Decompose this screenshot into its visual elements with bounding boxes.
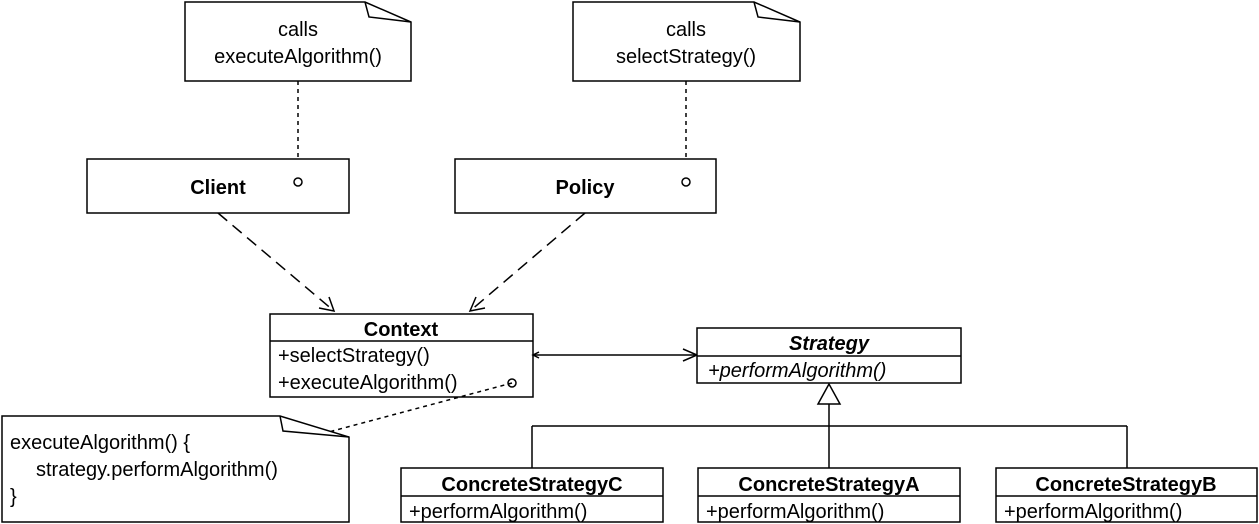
concrete-strategy-b-name: ConcreteStrategyB <box>1035 474 1216 496</box>
strategy-class: Strategy +performAlgorithm() <box>696 327 962 384</box>
context-op-select-strategy: +selectStrategy() <box>278 345 430 367</box>
concrete-strategy-c-op: +performAlgorithm() <box>409 501 587 523</box>
concrete-strategy-a-op: +performAlgorithm() <box>706 501 884 523</box>
generalization-triangle <box>816 382 842 405</box>
concrete-strategy-b-op: +performAlgorithm() <box>1004 501 1182 523</box>
policy-note: calls selectStrategy() <box>572 1 801 82</box>
client-class-name: Client <box>190 177 246 199</box>
policy-note-line2: selectStrategy() <box>616 46 756 68</box>
generalization-hierarchy <box>531 382 1128 468</box>
policy-class: Policy <box>454 158 717 214</box>
code-note-anchor-line <box>324 382 513 434</box>
concrete-strategy-c-name: ConcreteStrategyC <box>441 474 622 496</box>
code-note: executeAlgorithm() { strategy.performAlg… <box>1 415 350 523</box>
code-note-line3: } <box>10 486 17 508</box>
client-note: calls executeAlgorithm() <box>184 1 412 82</box>
client-note-line1: calls <box>278 19 318 41</box>
context-class: Context +selectStrategy() +executeAlgori… <box>269 313 534 398</box>
client-note-anchor-circle <box>293 177 303 187</box>
concrete-strategy-a-class: ConcreteStrategyA +performAlgorithm() <box>697 467 961 523</box>
policy-to-context-dependency <box>468 212 586 313</box>
concrete-strategy-c-class: ConcreteStrategyC +performAlgorithm() <box>400 467 664 523</box>
policy-class-name: Policy <box>556 177 616 199</box>
context-strategy-association <box>531 348 699 362</box>
context-class-name: Context <box>364 319 439 341</box>
concrete-strategy-b-class: ConcreteStrategyB +performAlgorithm() <box>995 467 1258 523</box>
code-note-line2: strategy.performAlgorithm() <box>36 459 278 481</box>
client-to-context-dependency <box>217 212 336 312</box>
client-class: Client <box>86 158 350 214</box>
strategy-class-name: Strategy <box>789 333 870 355</box>
client-note-line2: executeAlgorithm() <box>214 46 382 68</box>
concrete-strategy-a-name: ConcreteStrategyA <box>738 474 919 496</box>
context-op-execute-algorithm: +executeAlgorithm() <box>278 372 458 394</box>
strategy-op-perform-algorithm: +performAlgorithm() <box>708 360 886 382</box>
policy-note-anchor-circle <box>681 177 691 187</box>
policy-note-line1: calls <box>666 19 706 41</box>
code-note-line1: executeAlgorithm() { <box>10 432 190 454</box>
